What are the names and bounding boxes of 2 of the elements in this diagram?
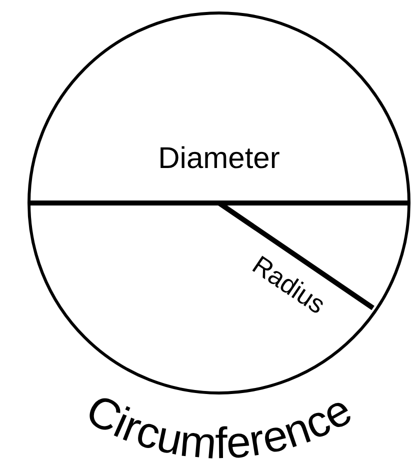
diameter-label: Diameter bbox=[158, 142, 280, 175]
circumference-label: Circumference bbox=[78, 385, 360, 469]
